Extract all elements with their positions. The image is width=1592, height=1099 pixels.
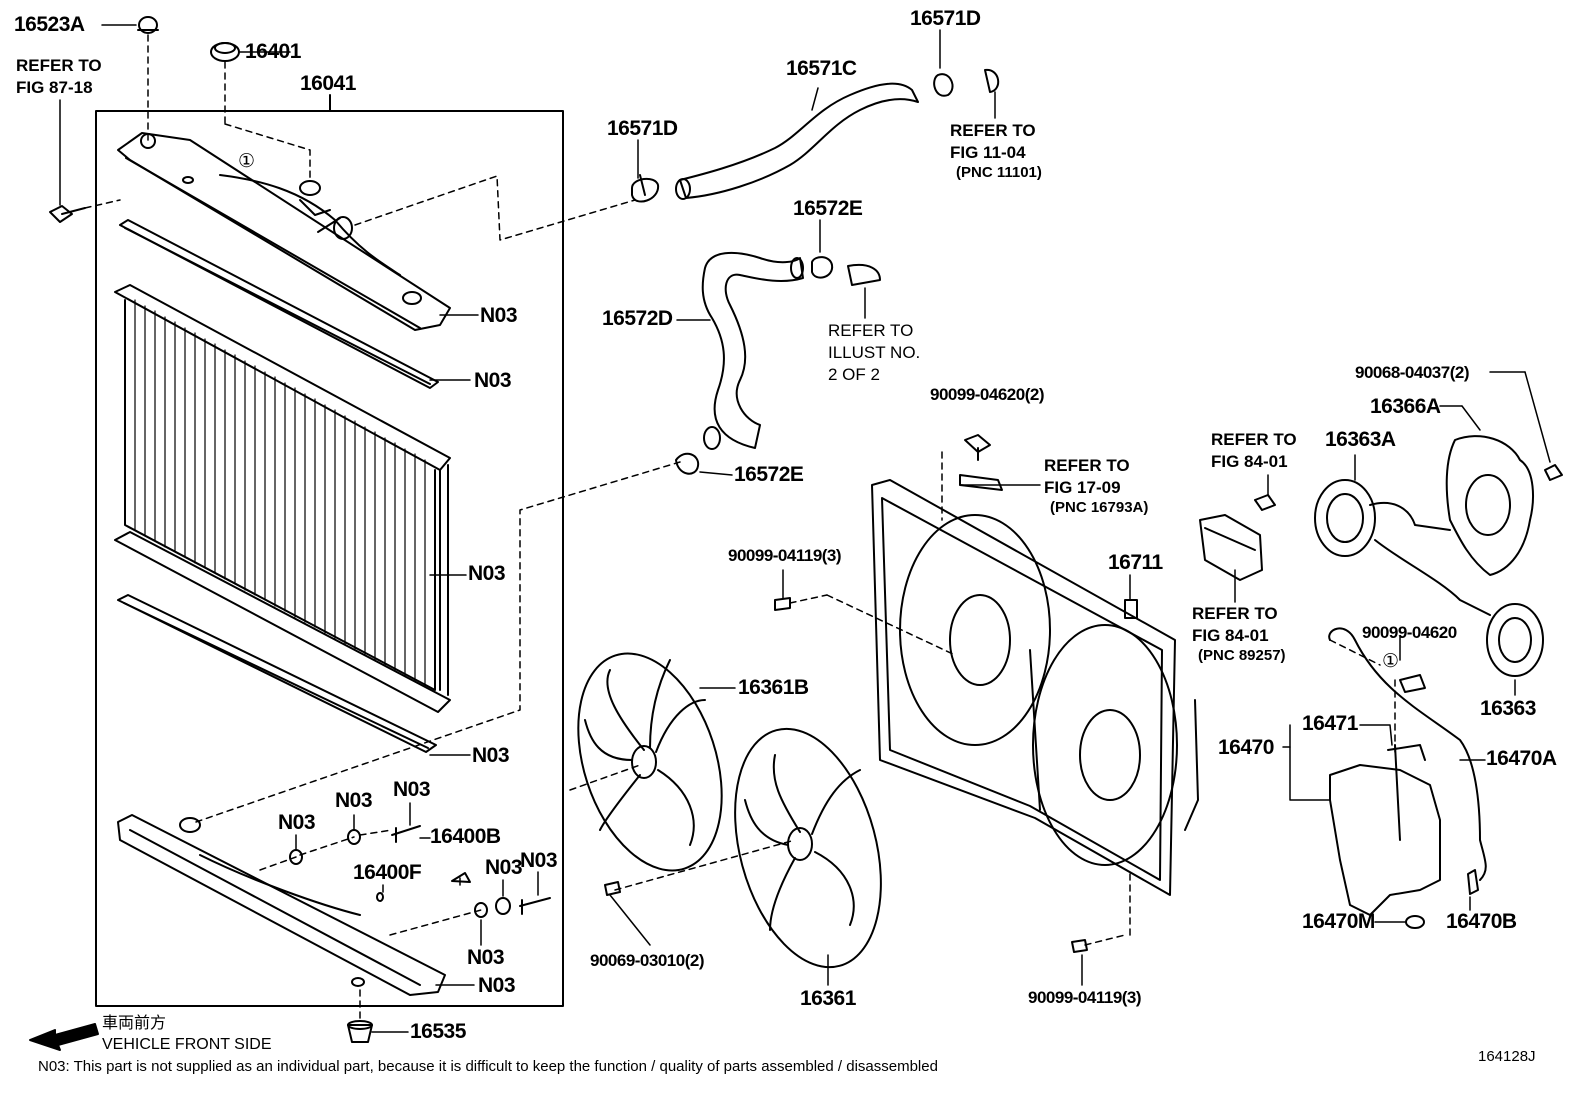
clamp-16571D-b <box>933 73 954 97</box>
part-label-16571D-left: 16571D <box>607 117 678 140</box>
drawing-number: 164128J <box>1478 1048 1536 1065</box>
bracket-16366A <box>1445 435 1534 576</box>
direction-label-jp: 車両前方 <box>102 1015 167 1032</box>
part-label-16470B: 16470B <box>1446 910 1517 933</box>
n03-label: N03 <box>472 744 510 767</box>
bolt-label-90069-03010: 90069-03010(2) <box>590 951 704 970</box>
direction-label-en: VEHICLE FRONT SIDE <box>102 1036 272 1053</box>
radiator-fins <box>134 299 426 688</box>
fan-motor-16363 <box>1486 603 1544 677</box>
refer-fig-11-04: REFER TO FIG 11-04 (PNC 11101) <box>950 120 1042 182</box>
refer-line: 2 OF 2 <box>828 365 880 384</box>
n03-label: N03 <box>393 778 431 801</box>
fan-resistor <box>1199 494 1276 581</box>
refer-line: FIG 84-01 <box>1211 452 1288 471</box>
bolt-label-90099-04119-top: 90099-04119(3) <box>728 546 842 565</box>
part-label-16571C: 16571C <box>786 57 857 80</box>
n03-label: N03 <box>520 849 558 872</box>
vehicle-front-arrow <box>29 1023 99 1051</box>
part-label-16363: 16363 <box>1480 697 1536 720</box>
refer-fig-87-18: REFER TO FIG 87-18 <box>16 55 102 99</box>
refer-line: REFER TO <box>1192 604 1278 623</box>
circled-one-marker: ① <box>1382 651 1400 672</box>
bolt-label-90068-04037: 90068-04037(2) <box>1355 363 1469 382</box>
fan-shroud-16711 <box>871 479 1199 896</box>
reservoir-16470 <box>1328 627 1487 929</box>
upper-gasket <box>119 219 439 389</box>
part-label-16363A: 16363A <box>1325 428 1396 451</box>
fan-motor-16363A <box>1314 479 1491 616</box>
n03-label: N03 <box>474 369 512 392</box>
part-label-16572E-top: 16572E <box>793 197 863 220</box>
footnote: N03: This part is not supplied as an ind… <box>38 1058 938 1075</box>
radiator-upper-tank <box>117 132 451 331</box>
cap-16523A <box>138 16 158 34</box>
clamp-16572E-a <box>811 256 834 279</box>
part-label-16361B: 16361B <box>738 676 809 699</box>
refer-line: ILLUST NO. <box>828 343 921 362</box>
part-label-16471: 16471 <box>1302 712 1358 735</box>
part-label-16041: 16041 <box>300 72 356 95</box>
refer-line: REFER TO <box>1211 430 1297 449</box>
part-label-16401: 16401 <box>245 40 301 63</box>
n03-label: N03 <box>467 946 505 969</box>
part-label-16361: 16361 <box>800 987 856 1010</box>
radiator-core <box>114 284 451 713</box>
n03-label: N03 <box>468 562 506 585</box>
refer-fig-84-01-a: REFER TO FIG 84-01 <box>1211 429 1297 473</box>
refer-line: (PNC 11101) <box>956 164 1042 181</box>
bolt-label-90099-04620-2: 90099-04620(2) <box>930 385 1044 404</box>
refer-line: FIG 84-01 <box>1192 626 1269 645</box>
refer-line: FIG 17-09 <box>1044 478 1121 497</box>
refer-line: REFER TO <box>950 121 1036 140</box>
refer-line: REFER TO <box>1044 456 1130 475</box>
part-label-16470: 16470 <box>1218 736 1274 759</box>
refer-fig-84-01-b: REFER TO FIG 84-01 (PNC 89257) <box>1192 603 1286 665</box>
hose-16572D <box>701 251 804 450</box>
refer-line: (PNC 89257) <box>1198 647 1286 664</box>
clamp-16572E-b <box>675 452 700 475</box>
refer-line: REFER TO <box>828 321 914 340</box>
fan-16361B <box>577 652 723 872</box>
refer-line: REFER TO <box>16 56 102 75</box>
bolt-label-90099-04119-bottom: 90099-04119(3) <box>1028 988 1142 1007</box>
part-label-16400F: 16400F <box>353 861 422 884</box>
hose-16571C <box>675 82 919 200</box>
lower-gasket <box>117 594 437 753</box>
bolt-left <box>49 205 73 223</box>
part-label-16470A: 16470A <box>1486 747 1557 770</box>
part-label-16400B: 16400B <box>430 825 501 848</box>
refer-illust: REFER TO ILLUST NO. 2 OF 2 <box>828 320 920 386</box>
part-label-16366A: 16366A <box>1370 395 1441 418</box>
refer-line: (PNC 16793A) <box>1050 499 1149 516</box>
part-label-16571D-top: 16571D <box>910 7 981 30</box>
part-label-16535: 16535 <box>410 1020 466 1043</box>
part-label-16470M: 16470M <box>1302 910 1375 933</box>
bolt-label-90099-04620: 90099-04620 <box>1362 623 1457 642</box>
part-label-16523A: 16523A <box>14 13 85 36</box>
n03-label: N03 <box>478 974 516 997</box>
n03-label: N03 <box>278 811 316 834</box>
n03-label: N03 <box>485 856 523 879</box>
part-label-16572D: 16572D <box>602 307 673 330</box>
refer-line: FIG 87-18 <box>16 78 93 97</box>
n03-label: N03 <box>335 789 373 812</box>
fan-16361 <box>734 727 882 969</box>
radiator-lower-tank <box>117 814 446 996</box>
refer-line: FIG 11-04 <box>950 143 1026 162</box>
part-label-16711: 16711 <box>1108 551 1163 574</box>
n03-label: N03 <box>480 304 518 327</box>
part-label-16572E-bottom: 16572E <box>734 463 804 486</box>
refer-fig-17-09: REFER TO FIG 17-09 (PNC 16793A) <box>1044 455 1148 517</box>
circled-one-marker: ① <box>238 151 256 172</box>
clamp-16571D-a <box>631 177 660 203</box>
shroud-bolt <box>964 434 991 453</box>
